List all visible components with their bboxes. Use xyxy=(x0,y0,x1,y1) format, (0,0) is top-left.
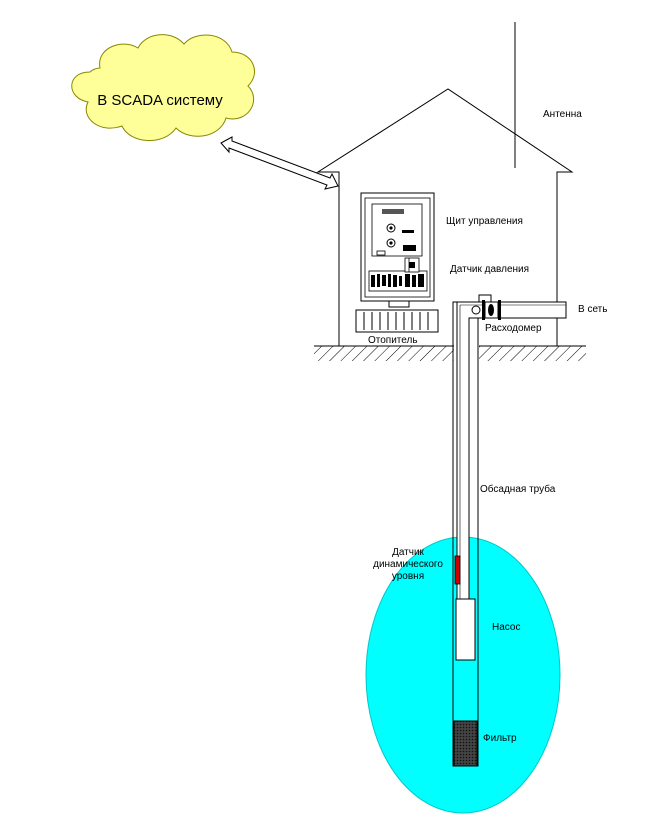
heater-label: Отопитель xyxy=(368,335,418,346)
control-panel-label: Щит управления xyxy=(446,216,523,227)
heater xyxy=(355,309,439,333)
flowmeter-label: Расходомер xyxy=(485,323,542,334)
to-network-label: В сеть xyxy=(578,304,607,315)
cloud-label: В SCADA систему xyxy=(97,92,223,109)
valve-icon xyxy=(471,305,481,315)
pressure-sensor-label: Датчик давления xyxy=(450,264,529,275)
house xyxy=(316,88,574,346)
casing-pipe-label: Обсадная труба xyxy=(480,483,556,495)
filter xyxy=(453,720,478,767)
level-sensor-label-3: уровня xyxy=(392,571,424,582)
filter-label: Фильтр xyxy=(483,733,517,744)
scada-cloud: В SCADA систему xyxy=(71,34,255,141)
dynamic-level-sensor xyxy=(454,555,461,585)
flowmeter xyxy=(482,300,501,320)
antenna-label: Антенна xyxy=(543,109,582,120)
level-sensor-label-2: динамического xyxy=(373,559,443,570)
level-sensor-label-1: Датчик xyxy=(392,547,424,558)
ground xyxy=(314,345,586,361)
control-panel xyxy=(360,192,435,308)
riser-pipe xyxy=(456,301,567,600)
pump-label: Насос xyxy=(492,622,520,633)
communication-arrow xyxy=(220,136,339,190)
pump xyxy=(455,598,476,661)
